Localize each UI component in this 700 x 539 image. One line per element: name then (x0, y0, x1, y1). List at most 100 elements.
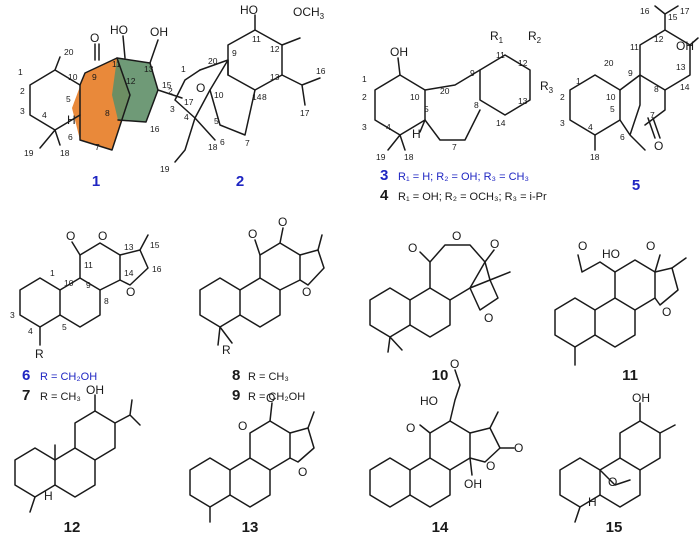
num-15: 15 (162, 80, 172, 90)
compound-label-5: 5 (632, 177, 640, 194)
ring-a-bonds (19, 277, 61, 328)
atom-o-lactone-ring: O (98, 229, 107, 243)
substituent-bonds (39, 234, 149, 346)
structure-compound-10: O O O O 10 (369, 229, 511, 384)
ketone-bond (647, 117, 661, 139)
num-8: 8 (654, 84, 659, 94)
ketone-bond (94, 43, 100, 61)
structure-compound-12: OH H 12 (14, 383, 141, 536)
atom-oh: OH (632, 391, 650, 405)
atom-oh: OH (464, 477, 482, 491)
num-16: 16 (640, 6, 650, 16)
furan-bonds (469, 279, 499, 311)
atom-o-ketone: O (90, 31, 99, 45)
atom-ho: HO (602, 247, 620, 261)
atom-h: H (44, 489, 53, 503)
num-11: 11 (630, 42, 639, 52)
bridge-bond (174, 117, 196, 163)
num-18: 18 (590, 152, 600, 162)
atom-o-lactone: O (238, 419, 247, 433)
atom-oh-13: OH (150, 25, 168, 39)
num-4: 4 (42, 110, 47, 120)
num-8: 8 (262, 92, 267, 102)
num-18: 18 (208, 142, 218, 152)
num-5: 5 (66, 94, 71, 104)
compound-3-legend: R₁ = H; R₂ = OH; R₃ = CH₃ (398, 171, 529, 183)
compound-label-13: 13 (242, 519, 259, 536)
structure-compound-15: OH O H 15 (559, 391, 676, 536)
ring-a-bonds (189, 457, 231, 508)
compound-label-6: 6 (22, 367, 30, 384)
atom-o-furan: O (484, 311, 493, 325)
atom-r: R (35, 347, 44, 361)
num-20: 20 (208, 56, 218, 66)
atom-oh-10: OH (390, 45, 408, 59)
ring-a-bonds (554, 297, 596, 348)
num-1: 1 (18, 67, 23, 77)
compound-7-legend: R = CH₃ (40, 391, 81, 403)
compound-label-1: 1 (92, 173, 100, 190)
num-11: 11 (84, 260, 93, 270)
atom-o-lactone-carbonyl: O (66, 229, 75, 243)
atom-o-ketone: O (406, 421, 415, 435)
num-7: 7 (95, 142, 100, 152)
atom-h-5: H (412, 127, 421, 141)
num-11: 11 (252, 34, 261, 44)
num-16: 16 (150, 124, 160, 134)
num-14: 14 (496, 118, 506, 128)
num-17: 17 (300, 108, 310, 118)
num-4: 4 (588, 122, 593, 132)
num-2: 2 (560, 92, 565, 102)
structure-compound-6-7: O O O R 1 3 4 5 8 9 10 11 13 14 15 16 6 … (10, 229, 162, 404)
substituent-bonds (574, 402, 676, 523)
num-10: 10 (410, 92, 420, 102)
num-5: 5 (424, 104, 429, 114)
atom-oh-13: OH (676, 39, 694, 53)
atom-o-carbonyl-1: O (408, 241, 417, 255)
atom-ho-11: HO (110, 23, 128, 37)
num-14: 14 (680, 82, 690, 92)
num-4: 4 (184, 112, 189, 122)
num-6: 6 (68, 132, 73, 142)
num-7: 7 (245, 138, 250, 148)
num-1: 1 (362, 74, 367, 84)
compound-label-7: 7 (22, 387, 30, 404)
num-11: 11 (112, 59, 121, 69)
num-19: 19 (376, 152, 386, 162)
num-13: 13 (144, 64, 154, 74)
atom-r1: R1 (490, 29, 504, 45)
atom-o-anhydride: O (452, 229, 461, 243)
substituent-bonds (387, 57, 426, 151)
atom-o-furan: O (302, 285, 311, 299)
ring-c-bonds (479, 54, 531, 116)
compound-4-legend: R₁ = OH; R₂ = OCH₃; R₃ = i-Pr (398, 191, 547, 203)
methyl-17 (157, 89, 183, 99)
furan-bonds (299, 249, 325, 286)
compound-9-legend: R = CH₂OH (248, 391, 305, 403)
compound-label-14: 14 (432, 519, 449, 536)
ring-a-bonds (199, 277, 241, 328)
atom-ho: HO (420, 394, 438, 408)
num-10: 10 (214, 90, 224, 100)
ring-b-bonds (229, 457, 271, 508)
structure-compound-1: O HO OH H 1 2 3 4 5 6 7 8 9 10 11 12 13 … (18, 23, 194, 190)
atom-o-ketone-side: O (578, 239, 587, 253)
num-20: 20 (604, 58, 614, 68)
atom-o-acetonyl: O (450, 357, 459, 371)
atom-o-carbonyl: O (266, 391, 275, 405)
atom-o-quinone-2: O (278, 215, 287, 229)
ring-b-bonds (619, 74, 646, 151)
num-19: 19 (160, 164, 170, 174)
atom-och3-12: OCH3 (293, 5, 325, 21)
compound-6-legend: R = CH₂OH (40, 371, 97, 383)
num-3: 3 (362, 122, 367, 132)
num-5: 5 (214, 116, 219, 126)
atom-oh: OH (86, 383, 104, 397)
compound-label-2: 2 (236, 173, 244, 190)
num-13: 13 (270, 72, 280, 82)
num-3: 3 (20, 106, 25, 116)
num-5: 5 (62, 322, 67, 332)
num-10: 10 (64, 278, 74, 288)
compound-label-3: 3 (380, 167, 388, 184)
ring-c-bonds (259, 242, 301, 291)
